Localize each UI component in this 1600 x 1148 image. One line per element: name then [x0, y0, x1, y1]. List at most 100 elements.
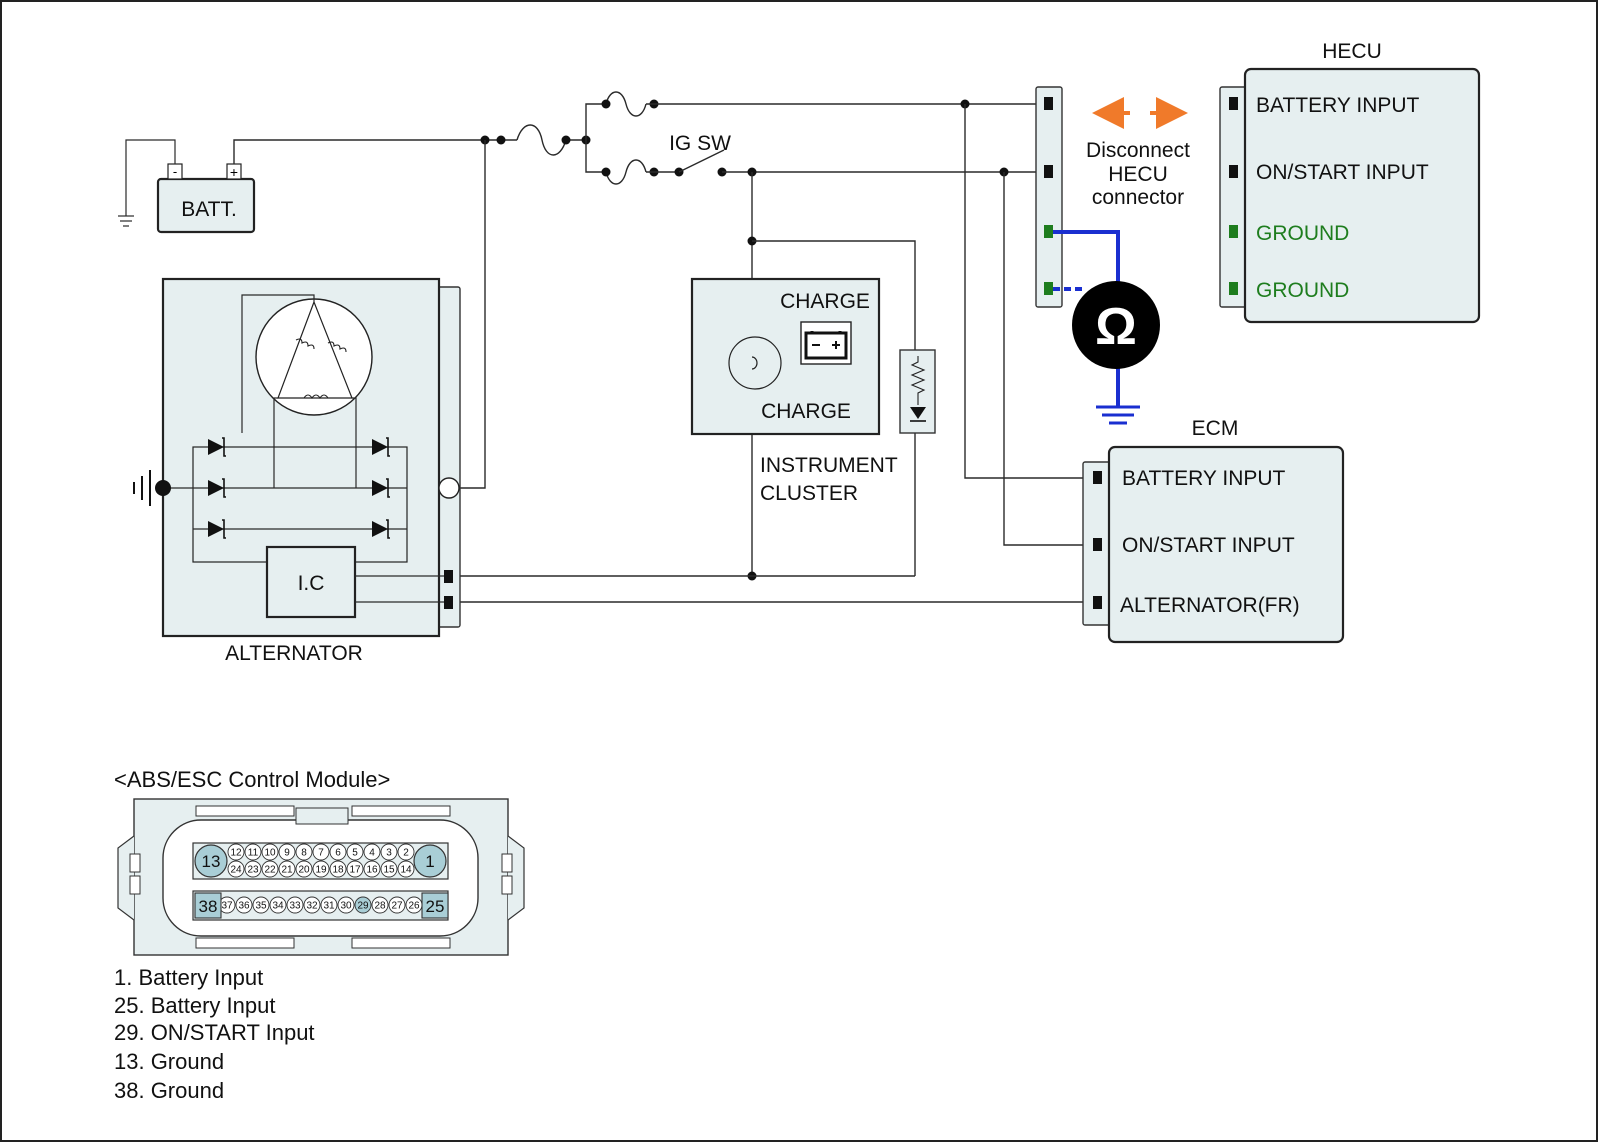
pin-5-marker: [346, 843, 364, 861]
battery-plus-label: +: [230, 164, 238, 180]
pin-11-marker: [244, 843, 262, 861]
legend-item-25: 25. Battery Input: [114, 993, 275, 1018]
pin-9-marker: [278, 843, 296, 861]
pin-25-label: 25: [426, 897, 445, 916]
instrument-cluster: CHARGE CHARGE INSTRUMENT CLUSTER: [690, 277, 936, 505]
pin-21-label: 21: [281, 865, 293, 876]
pin-15-label: 15: [383, 865, 395, 876]
cluster-title-line2: CLUSTER: [760, 482, 858, 505]
pin-15-marker: [380, 860, 398, 878]
pin-10-marker: [261, 843, 279, 861]
hecu-pin-battery-input: BATTERY INPUT: [1256, 94, 1420, 117]
pin-18-label: 18: [332, 865, 344, 876]
fuse-bus: IG SW: [456, 91, 1093, 603]
hecu-title: HECU: [1322, 40, 1382, 63]
note-line2: HECU: [1108, 163, 1168, 186]
pin-23-marker: [244, 860, 262, 878]
ecm-pin-battery-input: BATTERY INPUT: [1122, 467, 1286, 490]
pin-6-marker: [329, 843, 347, 861]
pin-1-label: 1: [425, 852, 434, 871]
legend-item-29: 29. ON/START Input: [114, 1020, 315, 1045]
pin-31-label: 31: [323, 901, 335, 912]
ecm-title: ECM: [1192, 417, 1239, 440]
pin-16-marker: [363, 860, 381, 878]
resistor-diode-element: [899, 349, 936, 434]
pin-35-label: 35: [255, 901, 267, 912]
pin-22-label: 22: [264, 865, 276, 876]
pin-29-marker: [354, 896, 372, 914]
pin-19-label: 19: [315, 865, 327, 876]
ignition-switch-contact: [678, 149, 725, 173]
pin-3-marker: [380, 843, 398, 861]
ohm-symbol: Ω: [1095, 298, 1137, 356]
note-line3: connector: [1092, 186, 1184, 209]
pin-24-label: 24: [230, 865, 242, 876]
ecm-pin-alternator-fr: ALTERNATOR(FR): [1120, 594, 1300, 617]
ohmmeter-probe-wires: [1053, 230, 1140, 425]
hecu-harness-connector: [1035, 86, 1063, 308]
pin-34-label: 34: [272, 901, 284, 912]
pin-12-marker: [227, 843, 245, 861]
pin-27-label: 27: [391, 901, 403, 912]
pin-11-label: 11: [248, 848, 259, 859]
pin-16-label: 16: [366, 865, 378, 876]
pin-38-marker: [194, 892, 222, 919]
pin-34-marker: [269, 896, 287, 914]
pin-29-label: 29: [357, 901, 369, 912]
pin-8-label: 8: [301, 848, 307, 859]
cluster-title-line1: INSTRUMENT: [760, 454, 898, 477]
pin-2-label: 2: [403, 848, 409, 859]
hecu-module: HECU BATTERY INPUT ON/START INPUT GROUND…: [1219, 40, 1481, 324]
pin-37-label: 37: [221, 901, 233, 912]
battery-label: BATT.: [181, 198, 237, 221]
pin-17-marker: [346, 860, 364, 878]
pin-35-marker: [252, 896, 270, 914]
pin-22-marker: [261, 860, 279, 878]
legend-item-38: 38. Ground: [114, 1078, 224, 1103]
pin-20-marker: [295, 860, 313, 878]
battery-warning-icon: [800, 321, 852, 365]
pin-6-label: 6: [335, 848, 341, 859]
battery: - + BATT.: [118, 139, 485, 234]
pin-30-marker: [337, 896, 355, 914]
pin-12-label: 12: [230, 848, 242, 859]
pin-26-label: 26: [408, 901, 420, 912]
cluster-charge-top-label: CHARGE: [780, 290, 870, 313]
pin-13-label: 13: [202, 852, 221, 871]
pin-30-label: 30: [340, 901, 352, 912]
disconnect-note: Disconnect HECU connector: [1086, 97, 1190, 209]
ignition-switch-label: IG SW: [669, 132, 731, 155]
pin-10-label: 10: [264, 848, 276, 859]
pin-5-label: 5: [352, 848, 358, 859]
pin-4-label: 4: [369, 848, 375, 859]
pin-legend: 1. Battery Input 25. Battery Input 29. O…: [114, 965, 315, 1103]
pin-8-marker: [295, 843, 313, 861]
charge-lamp-icon: [728, 336, 782, 390]
pin-25-marker: [421, 892, 449, 919]
pin-7-marker: [312, 843, 330, 861]
pin-32-marker: [303, 896, 321, 914]
ohmmeter: Ω: [1072, 281, 1160, 369]
pin-19-marker: [312, 860, 330, 878]
pin-23-label: 23: [247, 865, 259, 876]
hecu-pin-ground-2: GROUND: [1256, 279, 1349, 302]
ground-symbol-battery: [118, 215, 134, 227]
pin-9-label: 9: [284, 848, 290, 859]
note-line1: Disconnect: [1086, 139, 1190, 162]
pin-3-label: 3: [386, 848, 392, 859]
alternator: I.C ALTERNATOR: [133, 277, 461, 665]
hecu-pin-ground-1: GROUND: [1256, 222, 1349, 245]
legend-item-13: 13. Ground: [114, 1049, 224, 1074]
pin-31-marker: [320, 896, 338, 914]
pin-27-marker: [388, 896, 406, 914]
ecm-pin-on-start-input: ON/START INPUT: [1122, 534, 1295, 557]
pin-1-marker: [413, 844, 447, 878]
pin-4-marker: [363, 843, 381, 861]
pin-24-marker: [227, 860, 245, 878]
